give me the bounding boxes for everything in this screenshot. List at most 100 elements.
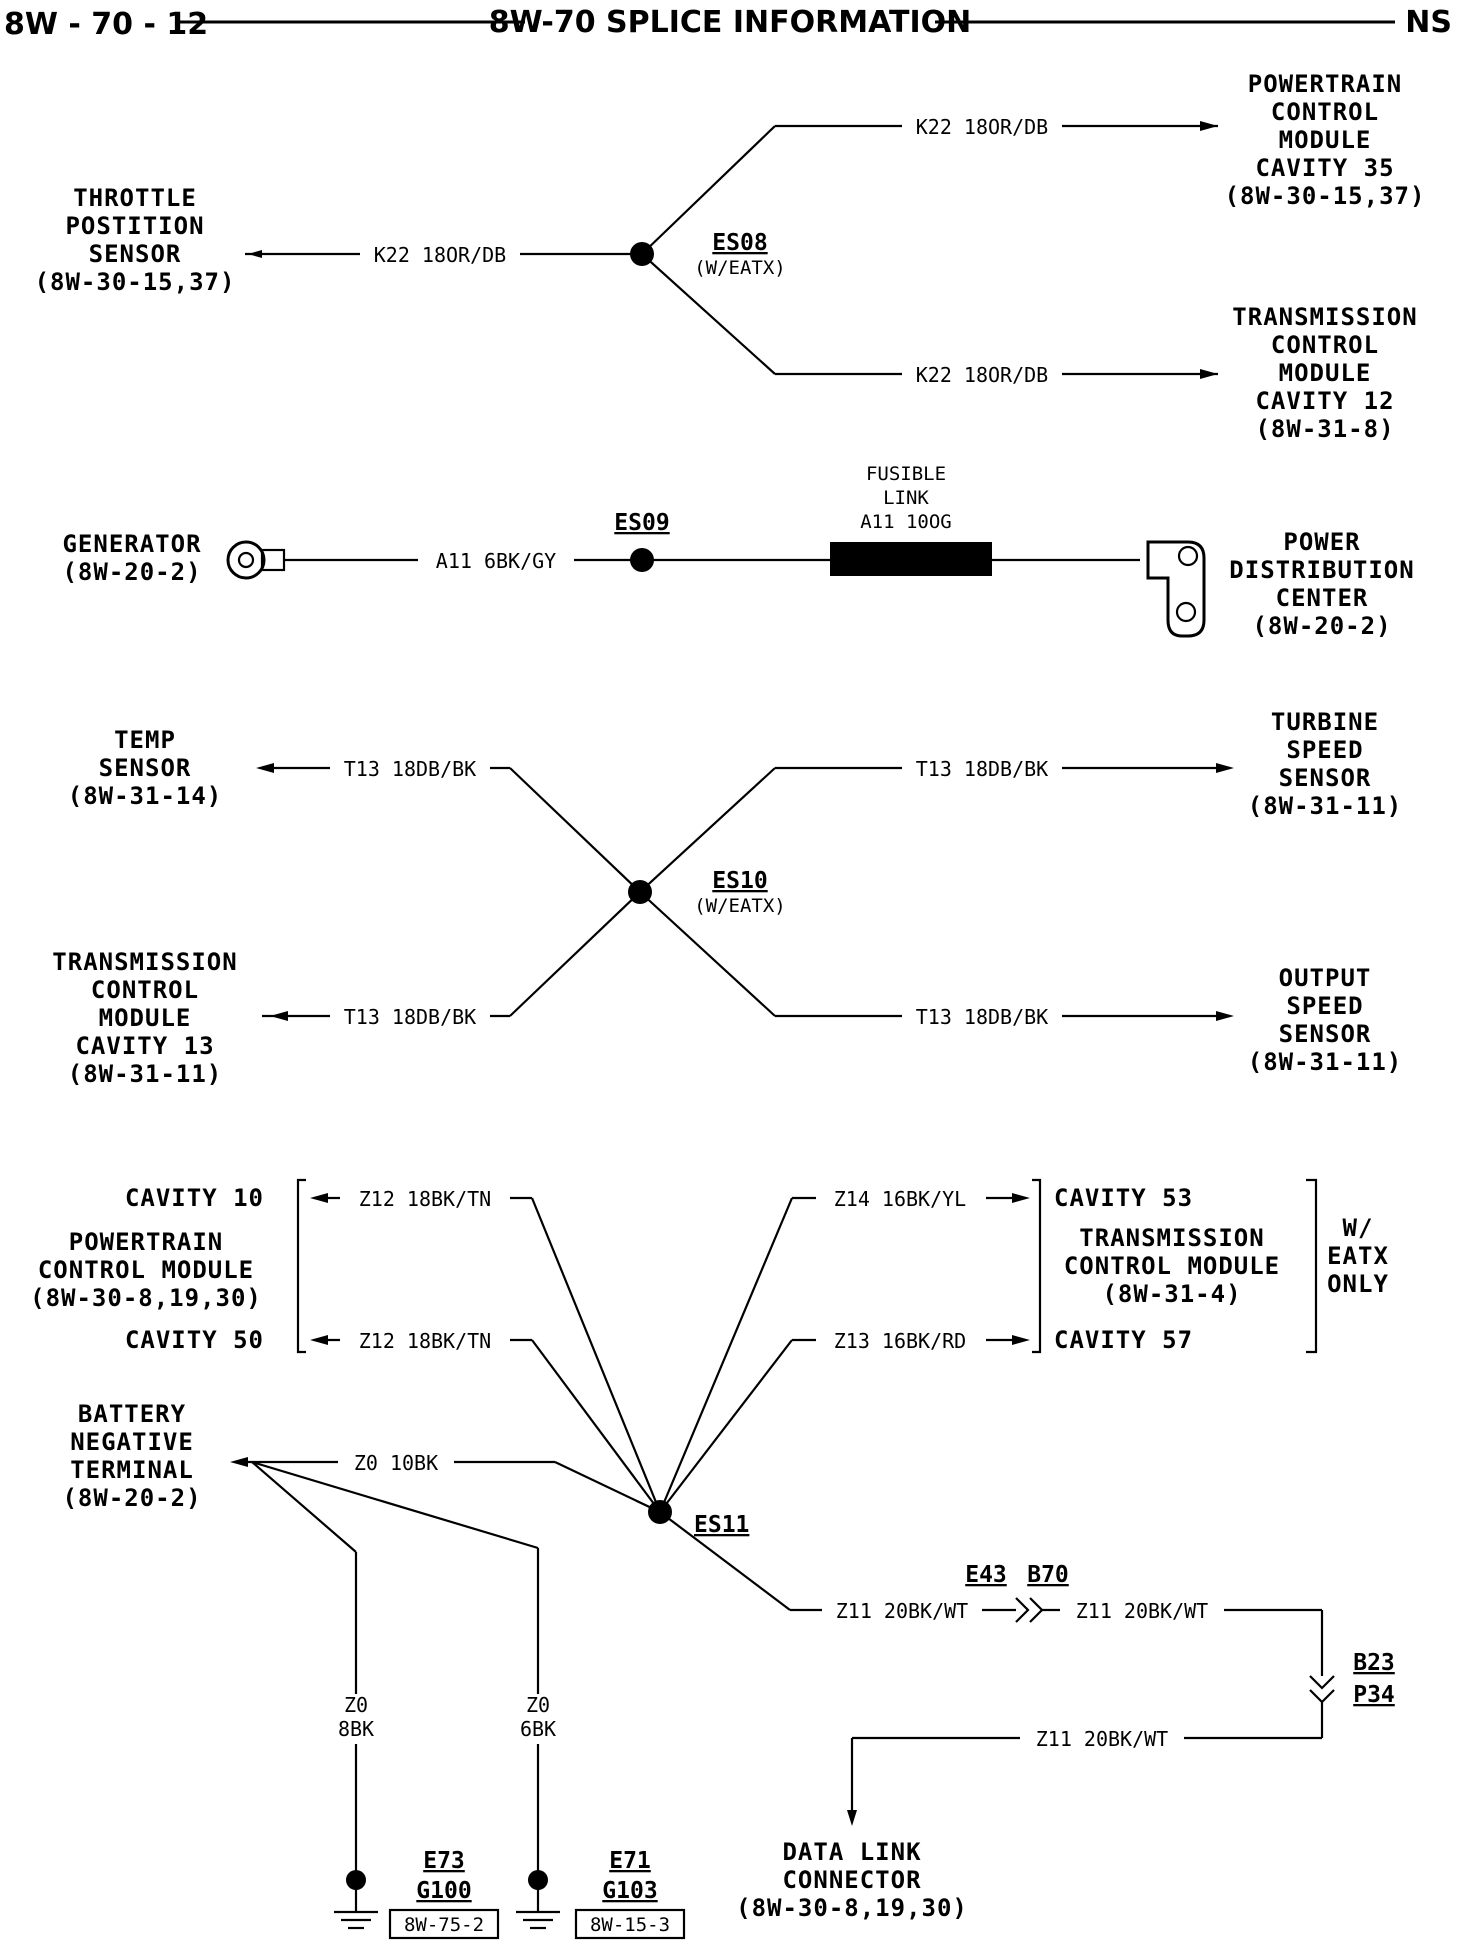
battery-line-3: TERMINAL bbox=[70, 1456, 194, 1484]
tcm13-line-3: MODULE bbox=[99, 1004, 192, 1032]
battery-wire: Z0 10BK bbox=[354, 1451, 438, 1475]
pcm35-line-4: CAVITY 35 bbox=[1255, 154, 1394, 182]
es10-note: (W/EATX) bbox=[694, 895, 786, 917]
pdc-label: POWER DISTRIBUTION CENTER (8W-20-2) bbox=[1229, 528, 1414, 640]
output-line-2: SPEED bbox=[1286, 992, 1363, 1020]
tcm-cavity-57-label: CAVITY 57 bbox=[1054, 1326, 1193, 1354]
tcm-cavity-13-label: TRANSMISSION CONTROL MODULE CAVITY 13 (8… bbox=[52, 948, 237, 1088]
es11-after-wire: Z11 20BK/WT bbox=[1076, 1599, 1208, 1623]
tcm13-line-2: CONTROL bbox=[91, 976, 199, 1004]
pcm35-line-2: CONTROL bbox=[1271, 98, 1379, 126]
es10-upper-left-wire: T13 18DB/BK bbox=[344, 757, 476, 781]
battery-line-1: BATTERY bbox=[78, 1400, 186, 1428]
turbine-speed-sensor-label: TURBINE SPEED SENSOR (8W-31-11) bbox=[1248, 708, 1403, 820]
tps-line-2: POSTITION bbox=[65, 212, 204, 240]
fusible-link-icon bbox=[830, 542, 992, 576]
ground-a-ground-label: G100 bbox=[416, 1878, 471, 1904]
tcm12-line-3: MODULE bbox=[1279, 359, 1372, 387]
tcm-name-line-2: CONTROL MODULE bbox=[1064, 1252, 1280, 1280]
es11-section: Z12 18BK/TN Z12 18BK/TN Z14 16BK/YL Z13 … bbox=[30, 1178, 1395, 1940]
ground-b-wire-line-1: Z0 bbox=[526, 1693, 550, 1717]
pcm-name-line-1: POWERTRAIN bbox=[69, 1228, 224, 1256]
eatx-note-line-1: W/ bbox=[1343, 1214, 1374, 1242]
ground-b-ground-label: G103 bbox=[602, 1878, 657, 1904]
ground-a-splice-label: E73 bbox=[423, 1848, 465, 1874]
splice-dot-es11 bbox=[648, 1500, 672, 1524]
model-code: NS bbox=[1405, 5, 1452, 40]
es08-upper-wire: K22 18OR/DB bbox=[916, 115, 1048, 139]
generator-line-1: GENERATOR bbox=[62, 530, 201, 558]
pcm35-line-5: (8W-30-15,37) bbox=[1225, 182, 1426, 210]
tcm13-line-1: TRANSMISSION bbox=[52, 948, 237, 976]
generator-line-2: (8W-20-2) bbox=[62, 558, 201, 586]
splice-dot-es10 bbox=[628, 880, 652, 904]
turbine-line-2: SPEED bbox=[1286, 736, 1363, 764]
ground-a-wire-line-2: 8BK bbox=[338, 1717, 374, 1741]
turbine-line-1: TURBINE bbox=[1271, 708, 1379, 736]
es10-section: T13 18DB/BK T13 18DB/BK T13 18DB/BK T13 … bbox=[52, 708, 1403, 1088]
es11-out-wire: Z11 20BK/WT bbox=[836, 1599, 968, 1623]
es08-splice-label: ES08 bbox=[712, 230, 767, 256]
pcm-name-line-3: (8W-30-8,19,30) bbox=[30, 1284, 262, 1312]
pdc-line-2: DISTRIBUTION bbox=[1229, 556, 1414, 584]
pcm-cavity-10-label: CAVITY 10 bbox=[125, 1184, 264, 1212]
pdc-line-3: CENTER bbox=[1276, 584, 1369, 612]
temp-line-2: SENSOR bbox=[99, 754, 192, 782]
output-speed-sensor-label: OUTPUT SPEED SENSOR (8W-31-11) bbox=[1248, 964, 1403, 1076]
ground-a-ref: 8W-75-2 bbox=[404, 1914, 484, 1936]
tcm12-line-2: CONTROL bbox=[1271, 331, 1379, 359]
tcm-cavity-53-label: CAVITY 53 bbox=[1054, 1184, 1193, 1212]
es10-splice-label: ES10 bbox=[712, 868, 767, 894]
fusible-link-line-2: LINK bbox=[883, 487, 929, 509]
es11-splice-label: ES11 bbox=[694, 1512, 749, 1538]
pdc-line-1: POWER bbox=[1283, 528, 1360, 556]
fusible-link-line-3: A11 10OG bbox=[860, 511, 952, 533]
pcm-cavity10-wire: Z12 18BK/TN bbox=[359, 1187, 491, 1211]
ground-b-ref: 8W-15-3 bbox=[590, 1914, 670, 1936]
eatx-note-line-2: EATX bbox=[1327, 1242, 1389, 1270]
eatx-note-line-3: ONLY bbox=[1327, 1270, 1389, 1298]
es10-lower-right-wire: T13 18DB/BK bbox=[916, 1005, 1048, 1029]
ground-a-wire-line-1: Z0 bbox=[344, 1693, 368, 1717]
data-link-connector-label: DATA LINK CONNECTOR (8W-30-8,19,30) bbox=[736, 1838, 968, 1922]
pcm35-line-1: POWERTRAIN bbox=[1248, 70, 1403, 98]
ground-g103-icon bbox=[516, 1870, 560, 1930]
tcm-name-line-1: TRANSMISSION bbox=[1079, 1224, 1264, 1252]
tcm-name-line-3: (8W-31-4) bbox=[1102, 1280, 1241, 1308]
pdc-line-4: (8W-20-2) bbox=[1252, 612, 1391, 640]
ground-a-ref-box bbox=[388, 1908, 500, 1940]
splice-dot-es09 bbox=[630, 548, 654, 572]
fusible-link-line-1: FUSIBLE bbox=[866, 463, 946, 485]
throttle-position-sensor-label: THROTTLE POSTITION SENSOR (8W-30-15,37) bbox=[35, 184, 235, 296]
tps-line-1: THROTTLE bbox=[73, 184, 197, 212]
ground-b-wire-line-2: 6BK bbox=[520, 1717, 556, 1741]
es10-lower-left-wire: T13 18DB/BK bbox=[344, 1005, 476, 1029]
es08-left-wire: K22 18OR/DB bbox=[374, 243, 506, 267]
pcm-name-line-2: CONTROL MODULE bbox=[38, 1256, 254, 1284]
temp-line-1: TEMP bbox=[114, 726, 176, 754]
battery-line-4: (8W-20-2) bbox=[62, 1484, 201, 1512]
output-line-3: SENSOR bbox=[1279, 1020, 1372, 1048]
es09-section: A11 6BK/GY ES09 FUSIBLE LINK A11 10OG GE… bbox=[62, 463, 1414, 640]
temp-sensor-label: TEMP SENSOR (8W-31-14) bbox=[68, 726, 222, 810]
es09-splice-label: ES09 bbox=[614, 510, 669, 536]
dlc-line-2: CONNECTOR bbox=[782, 1866, 921, 1894]
pdc-terminal-icon bbox=[1146, 540, 1206, 638]
page-title: 8W-70 SPLICE INFORMATION bbox=[489, 5, 971, 40]
tcm13-line-5: (8W-31-11) bbox=[68, 1060, 223, 1088]
turbine-line-4: (8W-31-11) bbox=[1248, 792, 1403, 820]
connector-e43-label: E43 bbox=[965, 1562, 1007, 1588]
tps-line-3: SENSOR bbox=[89, 240, 182, 268]
es08-section: K22 18OR/DB K22 18OR/DB K22 18OR/DB ES08… bbox=[35, 70, 1426, 443]
dlc-line-3: (8W-30-8,19,30) bbox=[736, 1894, 968, 1922]
tcm12-line-5: (8W-31-8) bbox=[1255, 415, 1394, 443]
page-header: 8W - 70 - 12 8W-70 SPLICE INFORMATION NS bbox=[4, 5, 1452, 42]
output-line-1: OUTPUT bbox=[1279, 964, 1372, 992]
output-line-4: (8W-31-11) bbox=[1248, 1048, 1403, 1076]
dlc-line-1: DATA LINK bbox=[782, 1838, 921, 1866]
tcm-cavity-12-label: TRANSMISSION CONTROL MODULE CAVITY 12 (8… bbox=[1232, 303, 1416, 443]
pcm-cavity50-wire: Z12 18BK/TN bbox=[359, 1329, 491, 1353]
connector-b70-label: B70 bbox=[1027, 1562, 1069, 1588]
pcm-cavity-50-label: CAVITY 50 bbox=[125, 1326, 264, 1354]
